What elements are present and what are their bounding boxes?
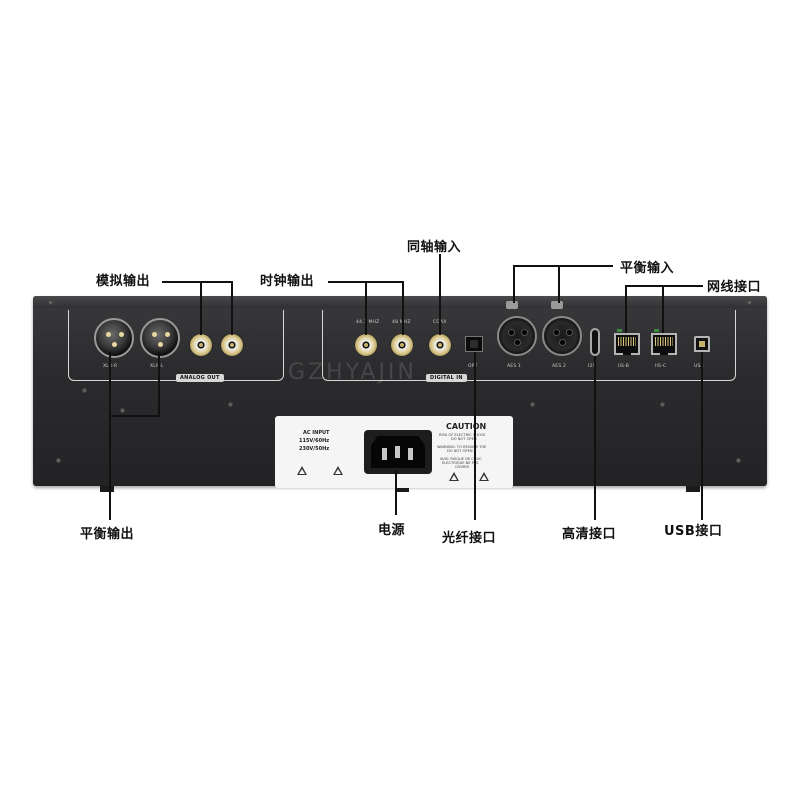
analog-out-tag: ANALOG OUT — [176, 374, 224, 382]
caution-title: CAUTION — [446, 422, 487, 431]
callout-line — [109, 415, 160, 417]
screw — [82, 388, 87, 393]
callout-line — [474, 352, 476, 520]
port-label: 48 MHZ — [392, 320, 411, 325]
screw — [530, 402, 535, 407]
port-label: IIS-C — [655, 364, 667, 369]
xlr-latch — [506, 301, 518, 309]
label-analog-out: 模拟输出 — [96, 274, 151, 289]
warning-icon — [449, 472, 459, 481]
caution-text: DO NOT OPEN — [447, 449, 473, 453]
port-label: AES 1 — [507, 364, 522, 369]
xlr-output-connector — [140, 318, 180, 358]
caution-text: WARNING: TO REDUCE THE — [437, 445, 487, 449]
ac-input-label: AC INPUT — [303, 430, 330, 436]
coax-input-connector — [429, 334, 451, 356]
port-label: AES 2 — [552, 364, 567, 369]
label-balanced-in: 平衡输入 — [620, 261, 675, 276]
iec-power-inlet — [364, 430, 432, 474]
callout-line — [109, 352, 111, 520]
rca-output-connector — [190, 334, 212, 356]
callout-line — [513, 265, 515, 303]
callout-line — [662, 285, 664, 333]
label-power: 电源 — [378, 523, 406, 538]
callout-line — [365, 281, 367, 335]
clock-output-connector — [355, 334, 377, 356]
callout-line — [402, 281, 404, 335]
port-label: 44.1 MHZ — [356, 320, 380, 325]
screw — [660, 402, 665, 407]
warning-icon — [479, 472, 489, 481]
callout-line — [701, 352, 703, 520]
screw — [228, 402, 233, 407]
label-balanced-out: 平衡输出 — [80, 527, 135, 542]
xlr-output-connector — [94, 318, 134, 358]
screw — [747, 300, 752, 305]
screw — [56, 458, 61, 463]
screw — [48, 300, 53, 305]
clock-output-connector — [391, 334, 413, 356]
caution-text: AVIS: RISQUE DE CHOC — [440, 457, 482, 461]
port-label: IIS-B — [618, 364, 630, 369]
digital-in-outline — [322, 310, 736, 381]
label-network: 网线接口 — [707, 280, 762, 295]
network-port — [614, 329, 640, 355]
device-foot — [395, 486, 409, 492]
callout-line — [158, 352, 160, 417]
port-label: XLR-L — [150, 364, 164, 369]
callout-line — [439, 254, 441, 335]
label-usb: USB接口 — [664, 524, 723, 539]
warning-icon — [297, 466, 307, 475]
rca-output-connector — [221, 334, 243, 356]
device-foot — [686, 486, 700, 492]
digital-in-tag: DIGITAL IN — [426, 374, 467, 382]
xlr-latch — [551, 301, 563, 309]
caution-text: RISK OF ELECTRIC SHOCK — [439, 433, 486, 437]
callout-line — [231, 281, 233, 335]
callout-line — [513, 265, 613, 267]
label-clock-out: 时钟输出 — [260, 274, 315, 289]
port-label: I2S — [588, 364, 596, 369]
warning-icon — [333, 466, 343, 475]
aes-input-connector — [497, 316, 537, 356]
caution-text: DO NOT OPEN — [451, 437, 477, 441]
chassis-top-edge — [33, 296, 767, 308]
screw — [120, 408, 125, 413]
label-hdmi: 高清接口 — [562, 527, 617, 542]
callout-line — [625, 285, 703, 287]
screw — [736, 458, 741, 463]
callout-line — [558, 265, 560, 303]
port-label: USB — [694, 364, 704, 369]
callout-line — [395, 470, 397, 515]
caution-text: OUVRIR — [455, 465, 469, 469]
hdmi-port — [590, 328, 600, 356]
optical-input-port — [465, 336, 483, 352]
network-port — [651, 329, 677, 355]
power-inlet-panel: AC INPUT 115V/60Hz 230V/50Hz CAUTION RIS… — [275, 416, 513, 488]
label-optical: 光纤接口 — [442, 531, 497, 546]
port-label: OPT — [468, 364, 478, 369]
voltage-115-label: 115V/60Hz — [299, 438, 330, 444]
callout-line — [594, 356, 596, 520]
callout-line — [625, 285, 627, 333]
aes-input-connector — [542, 316, 582, 356]
voltage-230-label: 230V/50Hz — [299, 446, 330, 452]
label-coax-in: 同轴输入 — [407, 240, 462, 255]
callout-line — [162, 281, 232, 283]
usb-b-port — [694, 336, 710, 352]
device-foot — [100, 486, 114, 492]
caution-text: ELECTRIQUE NE PAS — [442, 461, 479, 465]
callout-line — [200, 281, 202, 335]
